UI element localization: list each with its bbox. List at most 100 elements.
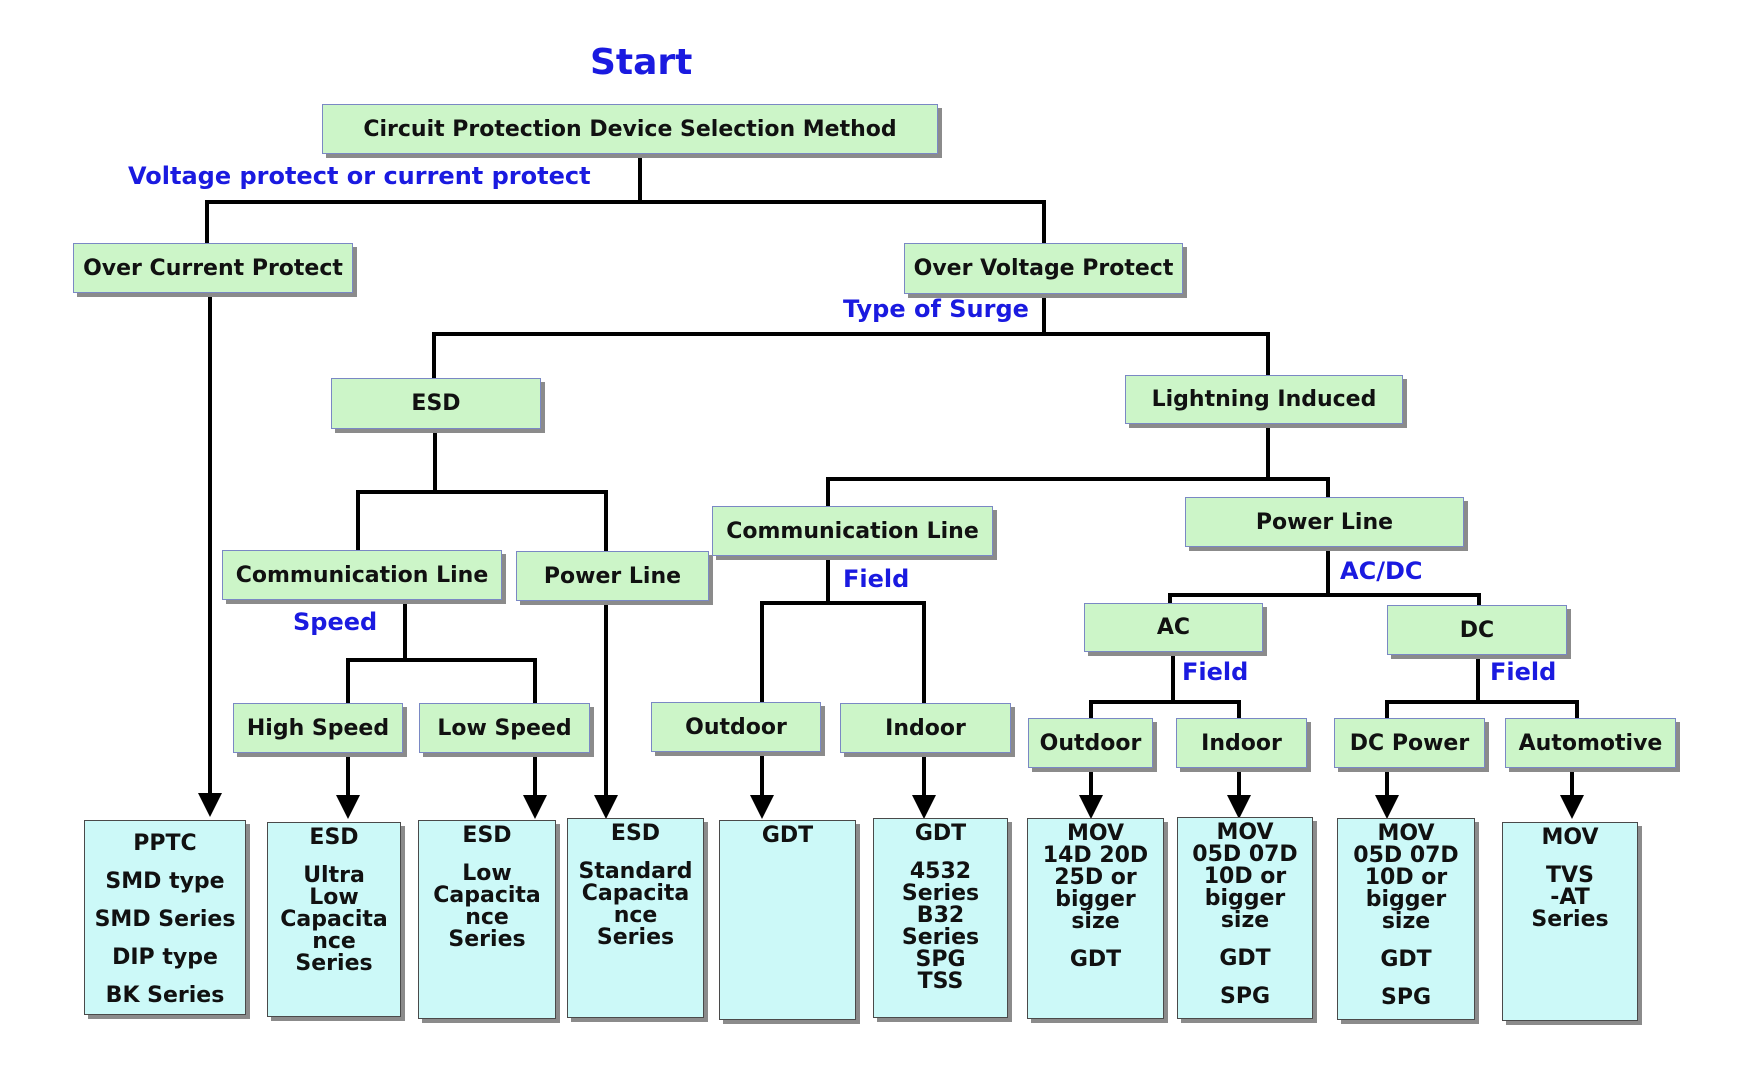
node-ac-outdoor: Outdoor	[1028, 718, 1153, 768]
leaf-line: MOV	[1216, 820, 1274, 845]
leaf-gdt-outdoor: GDT	[719, 820, 856, 1020]
wire-speed-split	[346, 601, 537, 707]
leaf-line: nce	[312, 929, 356, 954]
leaf-line: Series	[1531, 907, 1609, 932]
node-low-speed: Low Speed	[419, 703, 590, 753]
leaf-line: 05D 07D	[1192, 842, 1298, 867]
leaf-line: GDT	[1380, 947, 1432, 972]
node-esd-power-line: Power Line	[516, 551, 709, 601]
leaf-line: nce	[613, 903, 658, 928]
node-comm-outdoor: Outdoor	[651, 702, 821, 752]
leaf-line: -AT	[1550, 885, 1590, 910]
leaf-line: bigger	[1055, 887, 1136, 912]
node-li-power-line: Power Line	[1185, 497, 1464, 547]
leaf-line: SMD type	[105, 869, 225, 894]
leaf-line: Capacita	[433, 883, 541, 908]
label-comm-field: Field	[843, 565, 910, 593]
leaf-line: bigger	[1204, 886, 1286, 911]
wire-ac-field-split	[1089, 653, 1241, 722]
leaf-line: SPG	[1380, 985, 1432, 1010]
arrow-gdt-indoor	[912, 795, 936, 819]
leaf-line: Series	[448, 927, 526, 952]
leaf-line: size	[1220, 908, 1270, 933]
leaf-line: Series	[901, 925, 980, 950]
label-dc-field: Field	[1490, 658, 1557, 686]
leaf-line: TVS	[1546, 863, 1594, 888]
node-root: Circuit Protection Device Selection Meth…	[322, 104, 938, 154]
wire-over-voltage-split	[432, 294, 1270, 382]
leaf-line: bigger	[1365, 887, 1447, 912]
leaf-line: Series	[295, 951, 373, 976]
label-type-of-surge: Type of Surge	[843, 295, 1029, 323]
arrow-pptc	[198, 793, 222, 817]
leaf-line: PPTC	[133, 831, 197, 856]
leaf-line: Standard	[578, 859, 693, 884]
node-high-speed: High Speed	[233, 703, 403, 753]
leaf-line: Series	[901, 881, 980, 906]
node-lightning-induced: Lightning Induced	[1125, 375, 1403, 424]
node-li-communication-line: Communication Line	[712, 506, 993, 556]
leaf-line: Low	[309, 885, 359, 910]
leaf-line: B32	[916, 903, 965, 928]
label-ac-dc: AC/DC	[1340, 557, 1423, 585]
arrow-gdt-outdoor	[750, 795, 774, 819]
arrow-esd-ultra-low	[336, 795, 360, 819]
leaf-line: TSS	[917, 969, 964, 994]
wire-lightning-split	[826, 425, 1330, 510]
node-over-voltage-protect: Over Voltage Protect	[904, 243, 1183, 294]
leaf-line: 25D or	[1054, 865, 1137, 890]
leaf-line: ESD	[610, 821, 661, 846]
wire-dc-field-split	[1385, 655, 1579, 722]
node-automotive: Automotive	[1505, 718, 1676, 768]
arrow-mov-ac-outdoor	[1079, 795, 1103, 819]
leaf-line: GDT	[1069, 947, 1122, 972]
leaf-line: Capacita	[280, 907, 388, 932]
leaf-line: ESD	[309, 825, 359, 850]
node-ac: AC	[1084, 603, 1263, 652]
leaf-line: GDT	[1219, 946, 1271, 971]
leaf-line: size	[1071, 909, 1120, 934]
leaf-line: nce	[465, 905, 509, 930]
leaf-line: Capacita	[581, 881, 690, 906]
leaf-line: 10D or	[1203, 864, 1287, 889]
leaf-line: SPG	[1219, 984, 1271, 1009]
node-dc: DC	[1387, 605, 1567, 655]
leaf-line: SMD Series	[94, 907, 236, 932]
node-dc-power: DC Power	[1334, 718, 1485, 768]
leaf-line: MOV	[1377, 821, 1435, 846]
leaf-line: 14D 20D	[1042, 843, 1149, 868]
leaf-line: MOV	[1066, 821, 1125, 846]
leaf-line: GDT	[761, 823, 814, 848]
leaf-line: 4532	[909, 859, 972, 884]
label-speed: Speed	[293, 608, 378, 636]
arrow-esd-low	[523, 795, 547, 819]
node-comm-indoor: Indoor	[840, 703, 1011, 753]
leaf-line: DIP type	[112, 945, 218, 970]
leaf-line: Ultra	[303, 863, 365, 888]
node-over-current-protect: Over Current Protect	[73, 243, 353, 293]
diagram-title: Start	[590, 42, 693, 83]
wire-comm-field-split	[760, 555, 926, 707]
leaf-line: 05D 07D	[1353, 843, 1459, 868]
leaf-line: GDT	[914, 821, 967, 846]
arrow-mov-automotive	[1560, 795, 1584, 819]
leaf-line: SPG	[915, 947, 966, 972]
leaf-line: size	[1381, 909, 1431, 934]
arrow-mov-ac-indoor	[1227, 795, 1251, 819]
leaf-line: Low	[462, 861, 512, 886]
leaf-line: Series	[596, 925, 675, 950]
wire-esd-split	[356, 431, 608, 555]
leaf-line: ESD	[462, 823, 512, 848]
label-voltage-or-current: Voltage protect or current protect	[128, 162, 591, 190]
arrow-mov-dc-power	[1375, 795, 1399, 819]
